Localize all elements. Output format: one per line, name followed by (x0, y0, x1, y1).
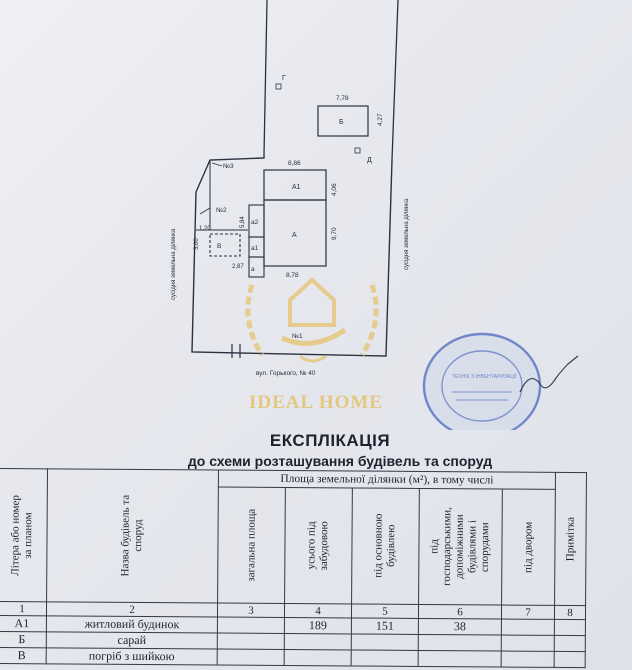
building-v-label: В (217, 243, 221, 250)
row-letter: Б (0, 631, 47, 648)
watermark-logo (245, 277, 379, 363)
column-number: 4 (284, 603, 352, 618)
header-aux: під господарськими, допоміжними будівлям… (418, 488, 503, 606)
marker-label: №1 (292, 333, 303, 340)
marker-line (199, 207, 211, 215)
plan-boundary-line (263, 0, 268, 156)
row-total (217, 649, 285, 666)
header-note: Примітка (554, 472, 587, 606)
header-aux-text: під господарськими, допоміжними будівлям… (428, 507, 492, 587)
header-yard-text: під двором (521, 521, 535, 573)
column-number: 2 (46, 601, 218, 618)
row-note (554, 651, 586, 668)
column-number: 3 (217, 603, 285, 618)
document-subtitle: до схеми розташування будівель та споруд (187, 453, 493, 469)
row-main (351, 649, 419, 667)
header-name-text: Назва будівель та споруд (119, 495, 145, 577)
marker-label: №3 (223, 163, 234, 170)
marker-line (211, 162, 223, 167)
row-yard (501, 651, 555, 668)
plan-boundary-line (391, 0, 399, 161)
dimension-label: 8,78 (286, 272, 299, 279)
site-boundary (191, 155, 393, 357)
street-label: вул. Горького, № 40 (256, 370, 316, 377)
site-plan: Б 7,78 4,27 А1 8,86 4,06 А 9,70 8,78 а2 … (171, 0, 579, 430)
dimension-label: 4,06 (331, 183, 338, 196)
dimension-label: 5,84 (240, 216, 246, 228)
row-yard (501, 619, 555, 636)
building-b-label: Б (339, 119, 344, 126)
row-name: житловий будинок (46, 615, 218, 634)
dimension-label: 9,70 (331, 227, 338, 240)
building-a2-label: а2 (251, 219, 259, 226)
row-built: 189 (284, 617, 352, 634)
row-total (217, 617, 285, 634)
row-main (351, 633, 419, 651)
header-letter-text: Літера або номер за планом (9, 494, 35, 576)
explication-table: Літера або номер за планом Назва будівел… (0, 468, 587, 668)
row-name: погріб з шийкою (46, 647, 218, 666)
header-letter: Літера або номер за планом (0, 468, 48, 602)
building-a-label: А (292, 232, 297, 239)
dimension-label: 3,00 (194, 238, 200, 250)
building-a1-ext-label: а1 (251, 245, 259, 252)
row-name: сарай (46, 631, 218, 650)
left-neighbor-label: сусідня земельна ділянка (171, 228, 177, 300)
header-main: під основною будівлею (351, 488, 420, 605)
building-a-ext-outline (248, 256, 265, 278)
dimension-label: 4,27 (377, 113, 384, 126)
official-stamp: ТЕХНІК З ІНВЕНТАРИЗАЦІЇ (422, 332, 542, 430)
building-v-outline (209, 233, 241, 257)
header-total: загальна площа (217, 487, 286, 604)
table-row: В погріб з шийкою (0, 647, 586, 668)
dimension-label: 8,86 (288, 160, 301, 167)
row-total (217, 633, 285, 650)
building-a-ext-label: а (251, 266, 255, 273)
column-number: 5 (351, 603, 419, 619)
header-built: усього під забудовою (284, 487, 353, 604)
header-name: Назва будівель та споруд (46, 468, 219, 604)
row-aux (418, 650, 502, 668)
header-built-text: усього під забудовою (305, 521, 331, 571)
column-number: 1 (0, 601, 47, 616)
row-built (284, 649, 352, 666)
row-yard (501, 635, 555, 652)
dimension-label: 7,78 (336, 95, 349, 102)
header-main-text: під основною будівлею (372, 514, 398, 579)
column-number: 7 (501, 605, 555, 620)
marker-label: Г (282, 75, 286, 82)
header-total-text: загальна площа (244, 508, 258, 582)
row-note (554, 619, 586, 636)
dimension-label: 1,20 (199, 226, 211, 232)
document-title: ЕКСПЛІКАЦІЯ (269, 431, 391, 450)
building-b-outline (317, 105, 369, 137)
dimension-label: 2,87 (232, 264, 244, 270)
watermark-text: IDEAL HOME (248, 392, 384, 413)
header-yard: під двором (501, 489, 556, 606)
row-built (284, 633, 352, 650)
table-header-row: Літера або номер за планом Назва будівел… (0, 468, 587, 606)
signature (519, 355, 579, 393)
marker-box (275, 83, 282, 90)
right-neighbor-label: сусідня земельна ділянка (404, 198, 410, 270)
column-number: 6 (418, 604, 502, 620)
marker-box (354, 147, 361, 154)
row-letter: А1 (0, 615, 47, 632)
row-main: 151 (351, 617, 419, 635)
row-aux (418, 634, 502, 652)
column-number: 8 (554, 605, 586, 620)
building-a1-label: А1 (292, 184, 301, 191)
marker-label: Д (367, 157, 372, 164)
row-aux: 38 (418, 618, 502, 636)
row-note (554, 635, 586, 652)
marker-label: №2 (216, 207, 227, 214)
row-letter: В (0, 647, 47, 664)
stamp-text: ТЕХНІК З ІНВЕНТАРИЗАЦІЇ (452, 373, 517, 380)
header-note-text: Примітка (564, 516, 577, 562)
